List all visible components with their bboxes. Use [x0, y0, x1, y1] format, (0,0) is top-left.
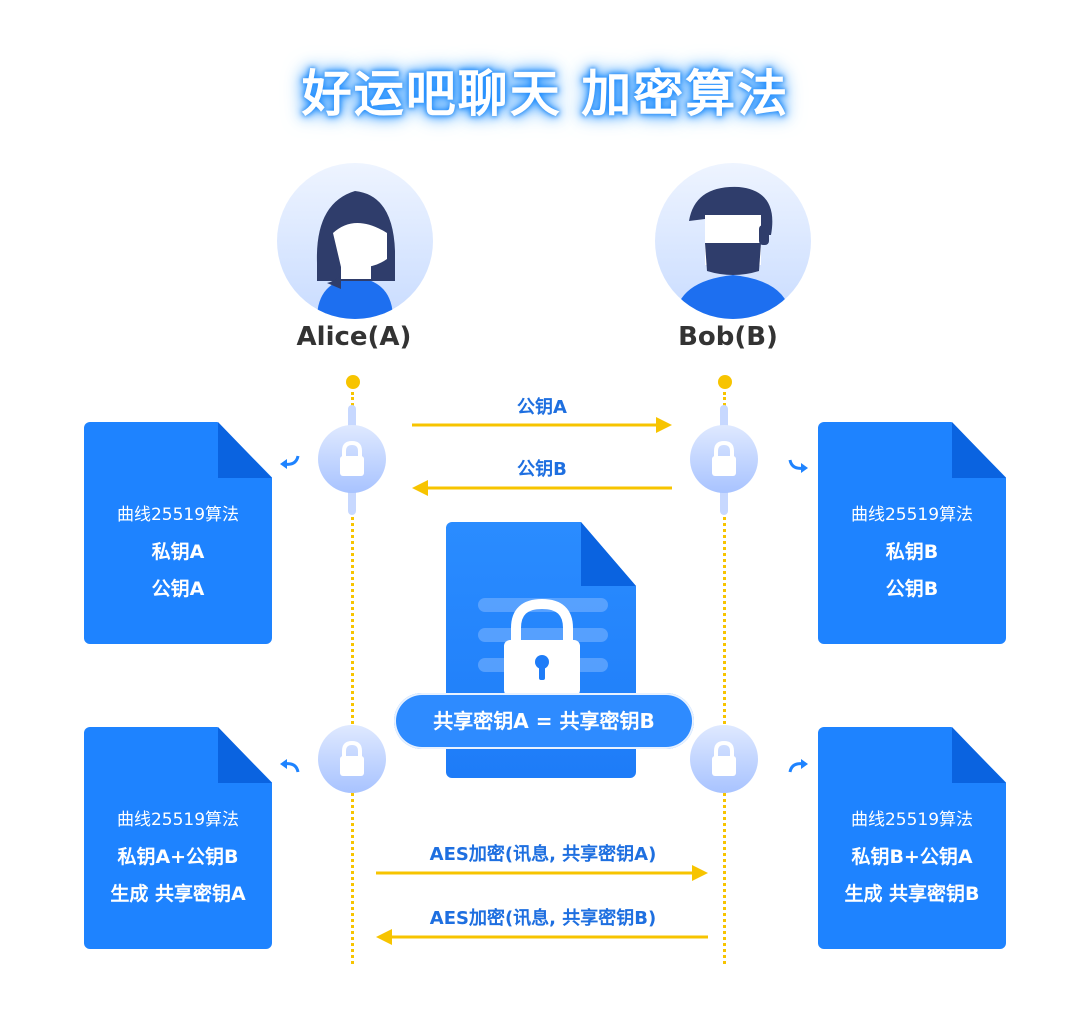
curved-arrow-icon [280, 455, 300, 469]
bob-timeline [723, 392, 726, 964]
alice-shared-text: 曲线25519算法 私钥A+公钥B 生成 共享密钥A [84, 805, 272, 916]
bob-keys-public: 公钥B [885, 578, 939, 600]
alice-name: Alice(A) [296, 322, 412, 352]
alice-shared-algo: 曲线25519算法 [116, 810, 240, 830]
bob-shared-text: 曲线25519算法 私钥B+公钥A 生成 共享密钥B [818, 805, 1006, 916]
alice-timeline-dot [346, 375, 360, 389]
alice-shared-inputs: 私钥A+公钥B [117, 846, 239, 868]
page-title: 好运吧聊天 加密算法 [301, 65, 790, 123]
arrow-right-aes-a [376, 865, 708, 881]
big-lock-icon [504, 598, 580, 696]
arrow-label-aes-b: AES加密(讯息, 共享密钥B) [429, 908, 657, 929]
bob-shared-inputs: 私钥B+公钥A [851, 846, 973, 868]
bob-shared-algo: 曲线25519算法 [850, 810, 974, 830]
bob-avatar [655, 163, 811, 319]
curved-arrow-icon [788, 759, 808, 773]
alice-keys-public: 公钥A [151, 578, 205, 600]
alice-keys-private: 私钥A [151, 541, 205, 563]
bob-keys-private: 私钥B [885, 541, 939, 563]
arrow-label-aes-a: AES加密(讯息, 共享密钥A) [429, 844, 657, 865]
lock-icon [318, 725, 386, 793]
shared-key-equation: 共享密钥A = 共享密钥B [394, 693, 694, 749]
alice-keys-text: 曲线25519算法 私钥A 公钥A [84, 500, 272, 611]
alice-avatar [277, 163, 433, 319]
curved-arrow-icon [788, 459, 808, 473]
alice-shared-result: 生成 共享密钥A [110, 883, 246, 905]
arrow-label-public-key-a: 公钥A [517, 397, 567, 418]
bob-shared-result: 生成 共享密钥B [844, 883, 980, 905]
document-fold [218, 422, 272, 478]
arrow-label-public-key-b: 公钥B [517, 459, 567, 480]
arrow-left-aes-b [376, 929, 708, 945]
lock-icon [690, 425, 758, 493]
arrow-right-public-key-a [412, 417, 672, 433]
document-line [478, 628, 608, 642]
bob-keys-algo: 曲线25519算法 [850, 505, 974, 525]
document-fold [581, 522, 636, 586]
bob-keys-text: 曲线25519算法 私钥B 公钥B [818, 500, 1006, 611]
arrow-left-public-key-b [412, 480, 672, 496]
lock-icon [318, 425, 386, 493]
curved-arrow-icon [280, 759, 300, 773]
alice-keys-algo: 曲线25519算法 [116, 505, 240, 525]
alice-timeline [351, 392, 354, 964]
bob-name: Bob(B) [678, 322, 778, 352]
lock-icon [690, 725, 758, 793]
bob-timeline-dot [718, 375, 732, 389]
